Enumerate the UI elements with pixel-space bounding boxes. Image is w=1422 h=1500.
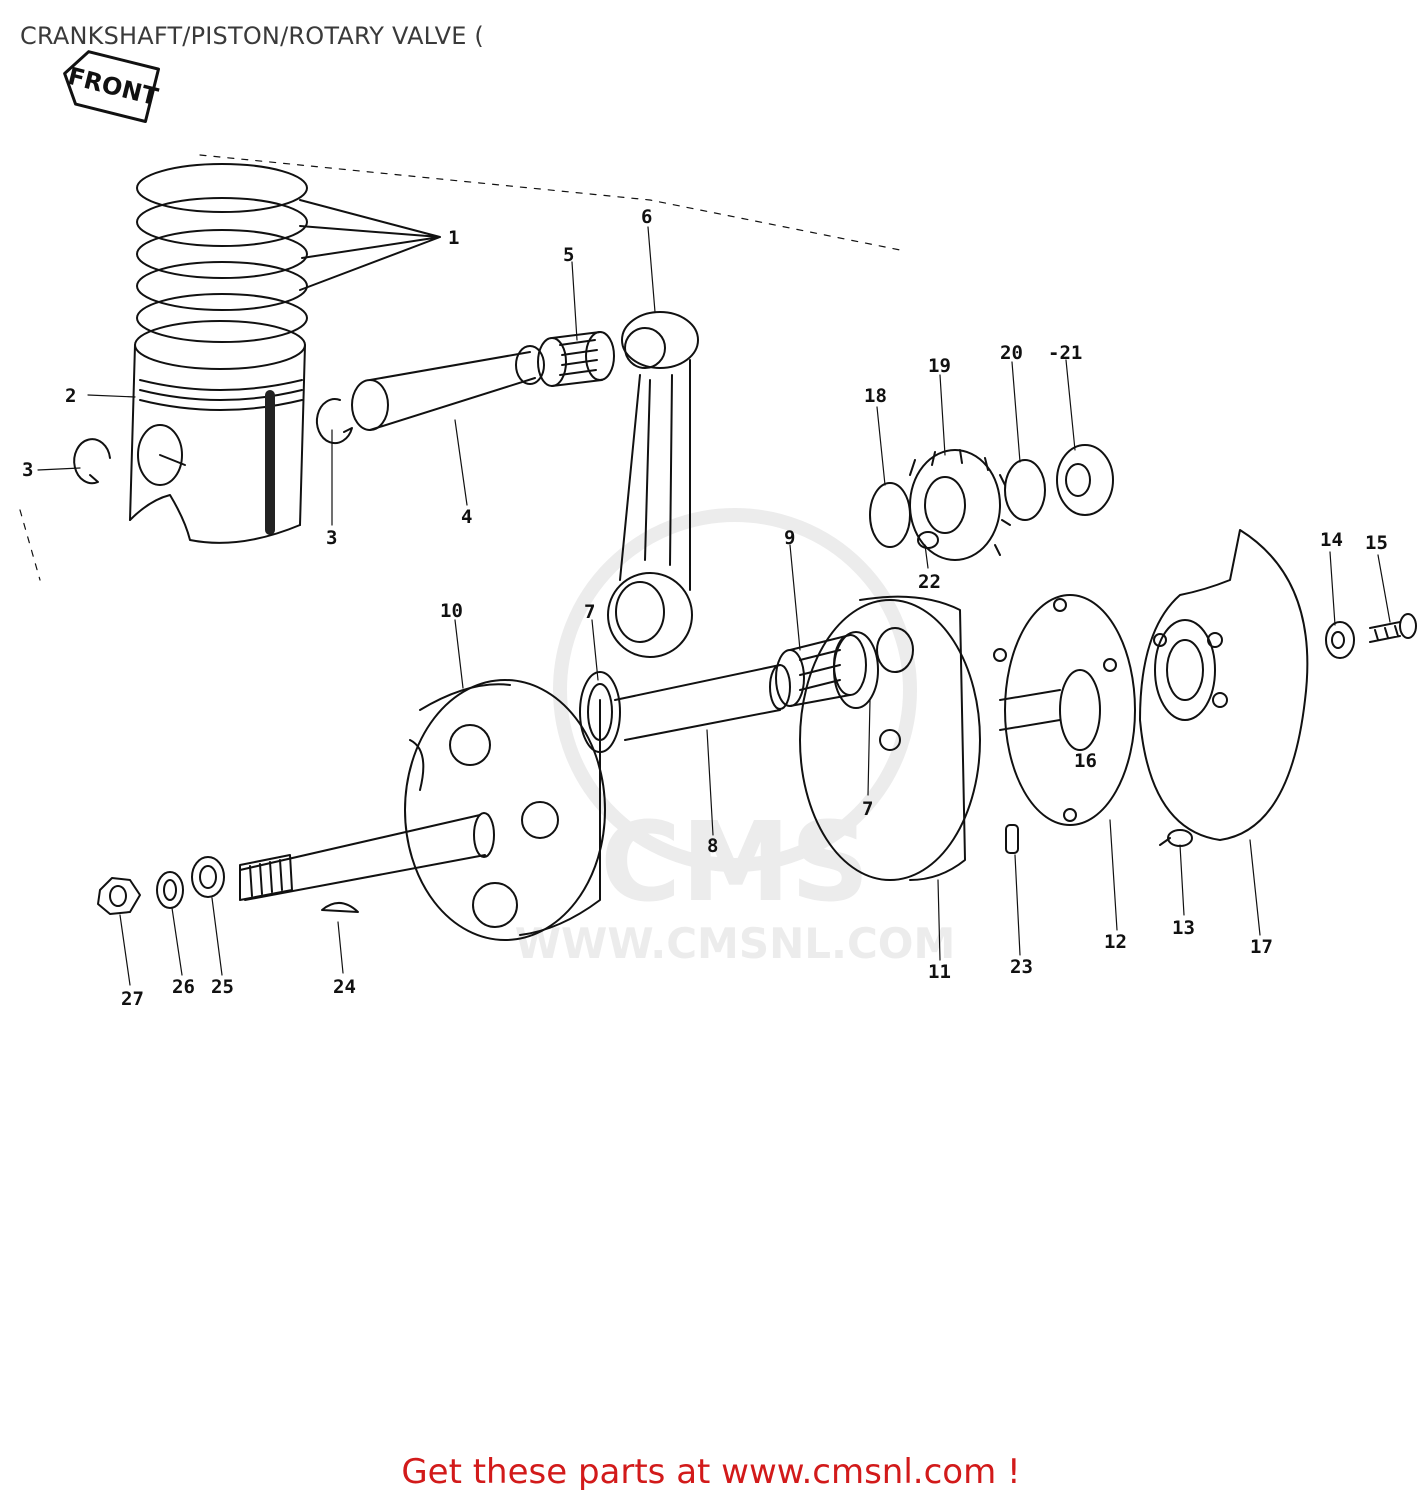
callout-6: 6 [641,206,652,228]
oil-pump-drive-gear-set [869,444,1114,561]
watermark-url: WWW.CMSNL.COM [515,919,956,968]
callout-5: 5 [563,244,574,266]
crank-pin [614,664,791,741]
callout-3a: 3 [22,459,33,481]
callout-numbers: 1 2 3 3 4 5 6 7 7 8 9 10 11 12 13 14 15 … [22,206,1388,1010]
callout-18: 18 [864,385,887,407]
rotary-valve-holder [993,594,1136,826]
callout-7b: 7 [862,798,873,820]
shaft-washers [156,856,225,909]
callout-7a: 7 [584,601,595,623]
callout-12: 12 [1104,931,1127,953]
callout-3b: 3 [326,527,337,549]
dowel-pin [1005,824,1019,854]
callout-9: 9 [784,527,795,549]
woodruff-key [321,902,359,913]
callout-4: 4 [461,506,472,528]
connecting-rod [607,311,699,658]
callout-25: 25 [211,976,234,998]
callout-23: 23 [1010,956,1033,978]
rotary-valve-disc [1139,529,1309,841]
washer-and-screw [1325,613,1417,659]
callout-22: 22 [918,571,941,593]
callout-13: 13 [1172,917,1195,939]
assembly-guide-lines [19,154,901,581]
crankshaft-left-flywheel [239,679,606,941]
callout-21: -21 [1048,342,1082,364]
rotary-valve-bolt [1159,829,1193,847]
small-end-needle-bearing [537,331,615,387]
watermark-brand: CMS [600,798,869,926]
crankshaft-nut [97,877,141,915]
callout-20: 20 [1000,342,1023,364]
callout-19: 19 [928,355,951,377]
piston-pin-circlips [73,398,353,485]
callout-17: 17 [1250,936,1273,958]
callout-leader-lines [37,226,1391,986]
callout-27: 27 [121,988,144,1010]
front-direction-arrow: FRONT [63,50,161,124]
callout-15: 15 [1365,532,1388,554]
piston-pin [351,345,545,431]
callout-11: 11 [928,961,951,983]
callout-24: 24 [333,976,356,998]
callout-1: 1 [448,227,459,249]
callout-2: 2 [65,385,76,407]
thrust-washers [579,631,879,753]
get-parts-link[interactable]: Get these parts at www.cmsnl.com ! [401,1452,1021,1492]
piston-rings [136,163,441,343]
callout-8: 8 [707,835,718,857]
callout-14: 14 [1320,529,1343,551]
crankshaft-right-flywheel [799,595,1061,881]
cmsnl-watermark: CMS WWW.CMSNL.COM [515,508,956,968]
callout-10: 10 [440,600,463,622]
piston [129,320,306,544]
callout-26: 26 [172,976,195,998]
callout-16: 16 [1074,750,1097,772]
page-title: CRANKSHAFT/PISTON/ROTARY VALVE ( [20,22,484,50]
